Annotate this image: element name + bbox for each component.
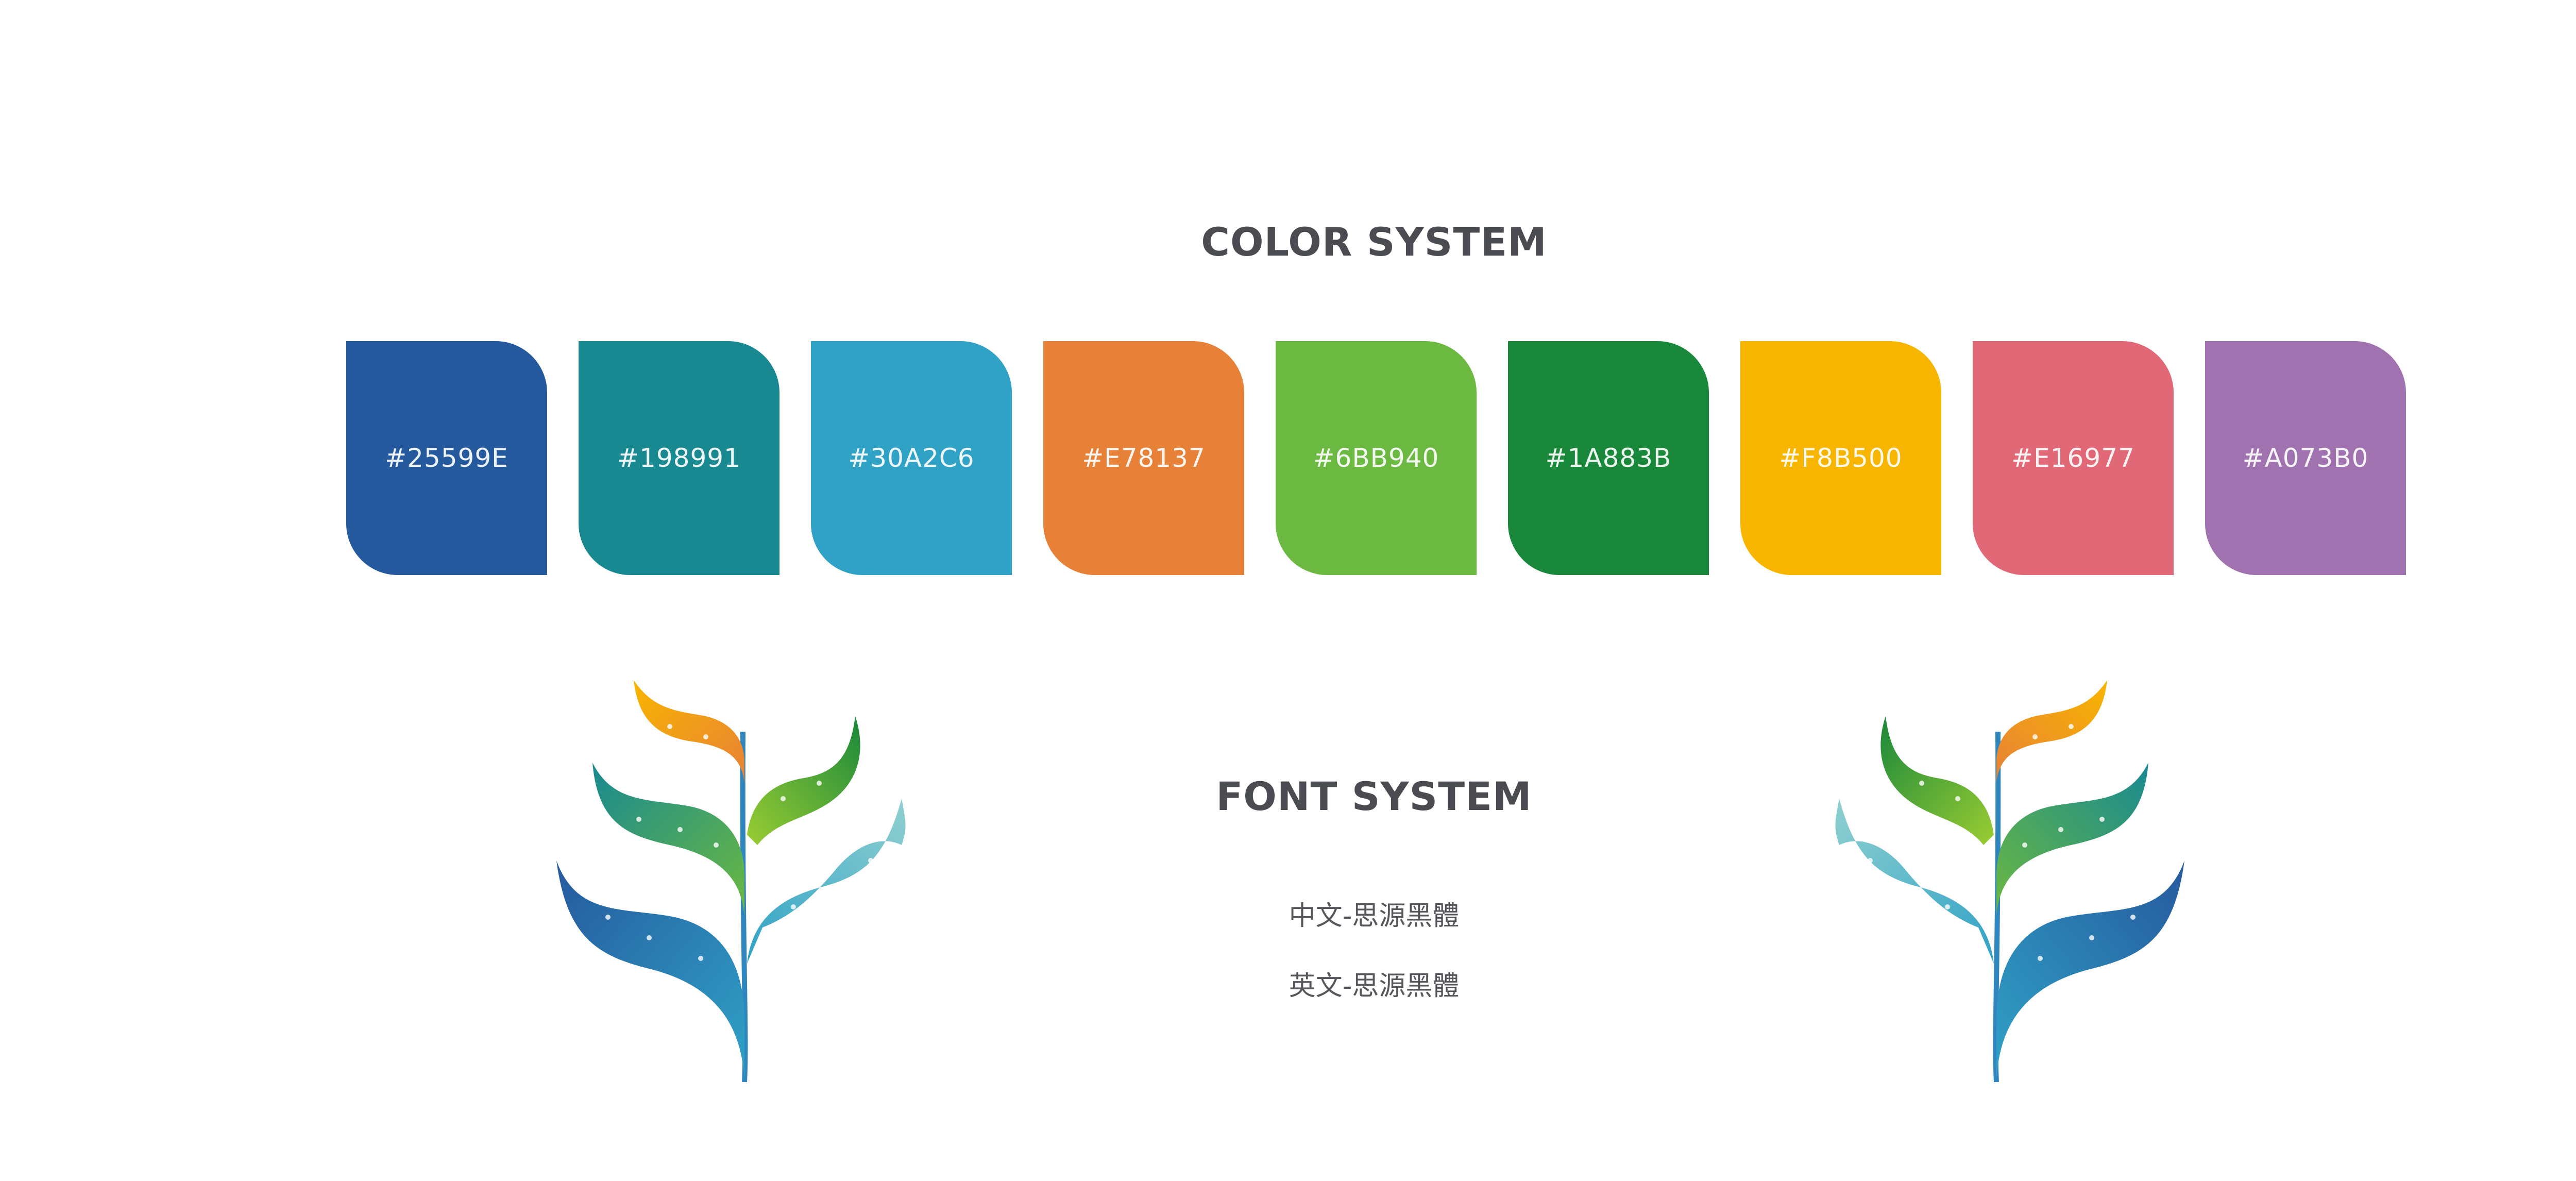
font-system-title: FONT SYSTEM [1216, 773, 1532, 819]
swatch-hex-label: #30A2C6 [848, 443, 975, 473]
swatch-hex-label: #A073B0 [2242, 443, 2369, 473]
color-swatch-7: #F8B500 [1740, 341, 1941, 575]
color-swatch-1: #25599E [346, 341, 547, 575]
english-font-label: 英文-思源黑體 [1289, 971, 1460, 1002]
leaf-sprout-illustration-right [1835, 680, 2184, 1082]
chinese-font-label: 中文-思源黑體 [1289, 901, 1460, 932]
swatch-hex-label: #25599E [385, 443, 509, 473]
color-swatch-9: #A073B0 [2205, 341, 2406, 575]
swatch-hex-label: #F8B500 [1779, 443, 1903, 473]
swatch-hex-label: #6BB940 [1313, 443, 1439, 473]
color-swatch-2: #198991 [579, 341, 779, 575]
swatch-hex-label: #1A883B [1545, 443, 1672, 473]
color-swatch-6: #1A883B [1508, 341, 1709, 575]
color-swatch-5: #6BB940 [1276, 341, 1477, 575]
leaf-sprout-illustration-left [556, 680, 906, 1082]
swatch-hex-label: #E16977 [2011, 443, 2135, 473]
color-swatch-8: #E16977 [1973, 341, 2174, 575]
swatch-hex-label: #E78137 [1082, 443, 1206, 473]
color-swatch-4: #E78137 [1043, 341, 1244, 575]
color-swatch-3: #30A2C6 [811, 341, 1012, 575]
swatch-hex-label: #198991 [617, 443, 741, 473]
color-system-title: COLOR SYSTEM [1201, 219, 1547, 265]
